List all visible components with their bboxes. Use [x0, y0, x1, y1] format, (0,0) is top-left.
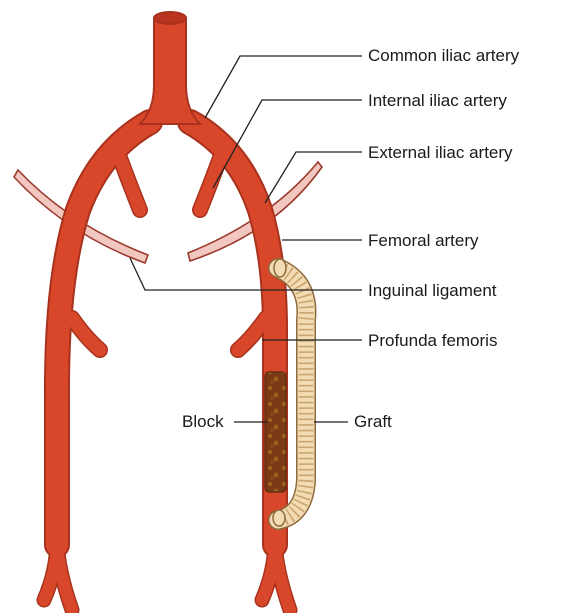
label-block: Block: [182, 412, 224, 432]
label-inguinal-ligament: Inguinal ligament: [368, 281, 497, 301]
aorta-lumen: [154, 12, 186, 24]
label-internal-iliac-artery: Internal iliac artery: [368, 91, 507, 111]
right-arterial-tree: [190, 122, 290, 610]
label-profunda-femoris: Profunda femoris: [368, 331, 497, 351]
label-femoral-artery: Femoral artery: [368, 231, 479, 251]
arterial-block: [265, 372, 286, 492]
aorta: [140, 12, 200, 124]
graft-distal-anastomosis: [273, 510, 285, 526]
label-common-iliac-artery: Common iliac artery: [368, 46, 519, 66]
label-graft: Graft: [354, 412, 392, 432]
left-arterial-tree: [44, 122, 150, 610]
label-external-iliac-artery: External iliac artery: [368, 143, 513, 163]
leader-common-iliac: [205, 56, 362, 118]
leader-inguinal-ligament: [130, 258, 362, 290]
graft-proximal-anastomosis: [274, 259, 286, 277]
